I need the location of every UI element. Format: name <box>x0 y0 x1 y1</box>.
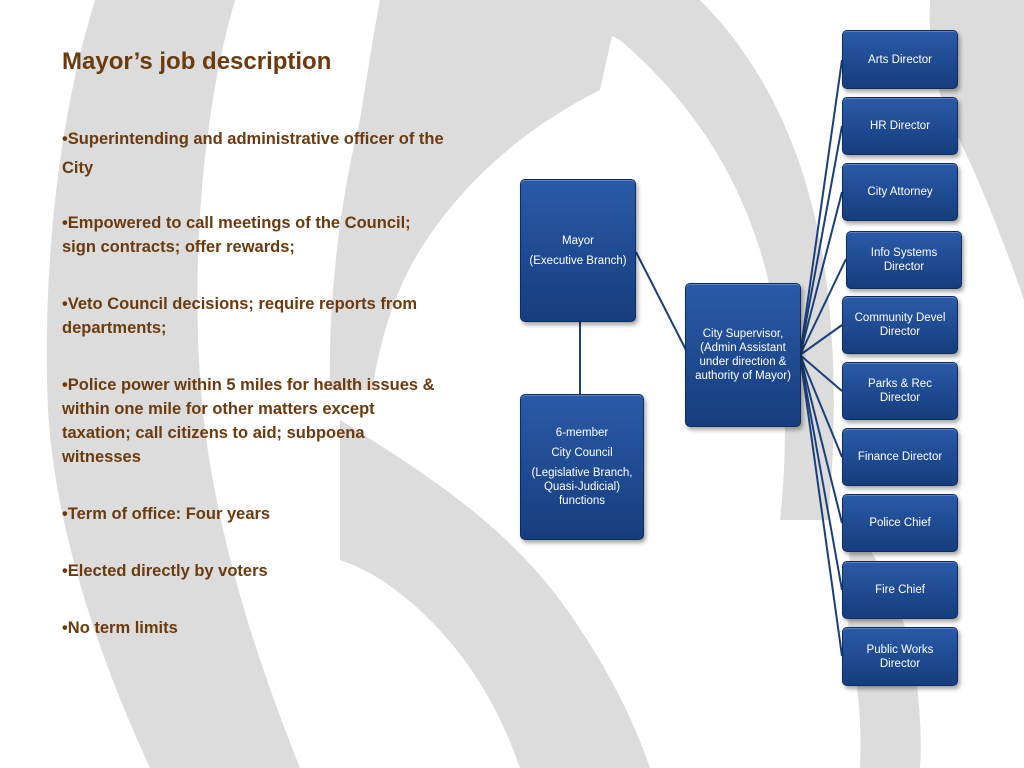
dept-label: Finance Director <box>857 451 943 463</box>
connector-publicworks <box>799 354 843 657</box>
bullet-item: Superintending and administrative office… <box>62 125 447 183</box>
connector-police <box>799 354 843 524</box>
dept-label: Fire Chief <box>875 584 925 596</box>
bullet-item: Term of office: Four years <box>62 502 447 526</box>
dept-finance-director: Finance Director <box>842 428 958 486</box>
dept-label: City Attorney <box>867 186 933 198</box>
dept-label: HR Director <box>869 120 931 132</box>
connector-parks <box>799 354 843 392</box>
slide-title: Mayor’s job description <box>62 48 332 75</box>
dept-city-attorney: City Attorney <box>842 163 958 221</box>
supervisor-box: City Supervisor, (Admin Assistant under … <box>685 283 801 427</box>
dept-label: Arts Director <box>868 53 932 66</box>
connector-finance <box>799 354 843 458</box>
dept-label: Public Works Director <box>866 643 934 670</box>
dept-hr-director: HR Director <box>842 97 958 155</box>
dept-info-systems-director: Info Systems Director <box>846 231 962 289</box>
bullet-item: Police power within 5 miles for health i… <box>62 373 447 469</box>
connector-hr <box>799 125 843 356</box>
bullet-item: Veto Council decisions; require reports … <box>62 292 447 340</box>
bullet-item: No term limits <box>62 616 447 640</box>
dept-label: Police Chief <box>869 517 931 529</box>
dept-public-works-director: Public Works Director <box>842 627 958 686</box>
bullet-item: Elected directly by voters <box>62 559 447 583</box>
council-size: 6-member <box>555 427 609 439</box>
mayor-branch: (Executive Branch) <box>529 254 627 267</box>
dept-arts-director: Arts Director <box>842 30 958 89</box>
dept-parks-rec-director: Parks & Rec Director <box>842 362 958 420</box>
bullet-list: Superintending and administrative office… <box>62 125 447 673</box>
dept-label: Info Systems Director <box>870 247 938 273</box>
supervisor-label: City Supervisor, (Admin Assistant under … <box>695 328 791 382</box>
connector-mayor-supervisor <box>635 251 687 351</box>
connector-attorney <box>799 191 843 356</box>
dept-fire-chief: Fire Chief <box>842 561 958 619</box>
connector-arts <box>799 59 843 356</box>
mayor-title: Mayor <box>562 234 594 247</box>
dept-police-chief: Police Chief <box>842 494 958 552</box>
dept-label: Community Devel Director <box>854 312 946 338</box>
council-title: City Council <box>551 447 613 459</box>
connector-fire <box>799 354 843 591</box>
dept-label: Parks & Rec Director <box>868 378 932 404</box>
council-functions: (Legislative Branch, Quasi-Judicial) fun… <box>531 467 633 507</box>
council-box: 6-member City Council (Legislative Branc… <box>520 394 644 540</box>
mayor-box: Mayor (Executive Branch) <box>520 179 636 322</box>
bullet-item: Empowered to call meetings of the Counci… <box>62 211 447 259</box>
connector-info <box>799 258 847 356</box>
connector-community <box>799 324 843 356</box>
dept-community-devel-director: Community Devel Director <box>842 296 958 354</box>
